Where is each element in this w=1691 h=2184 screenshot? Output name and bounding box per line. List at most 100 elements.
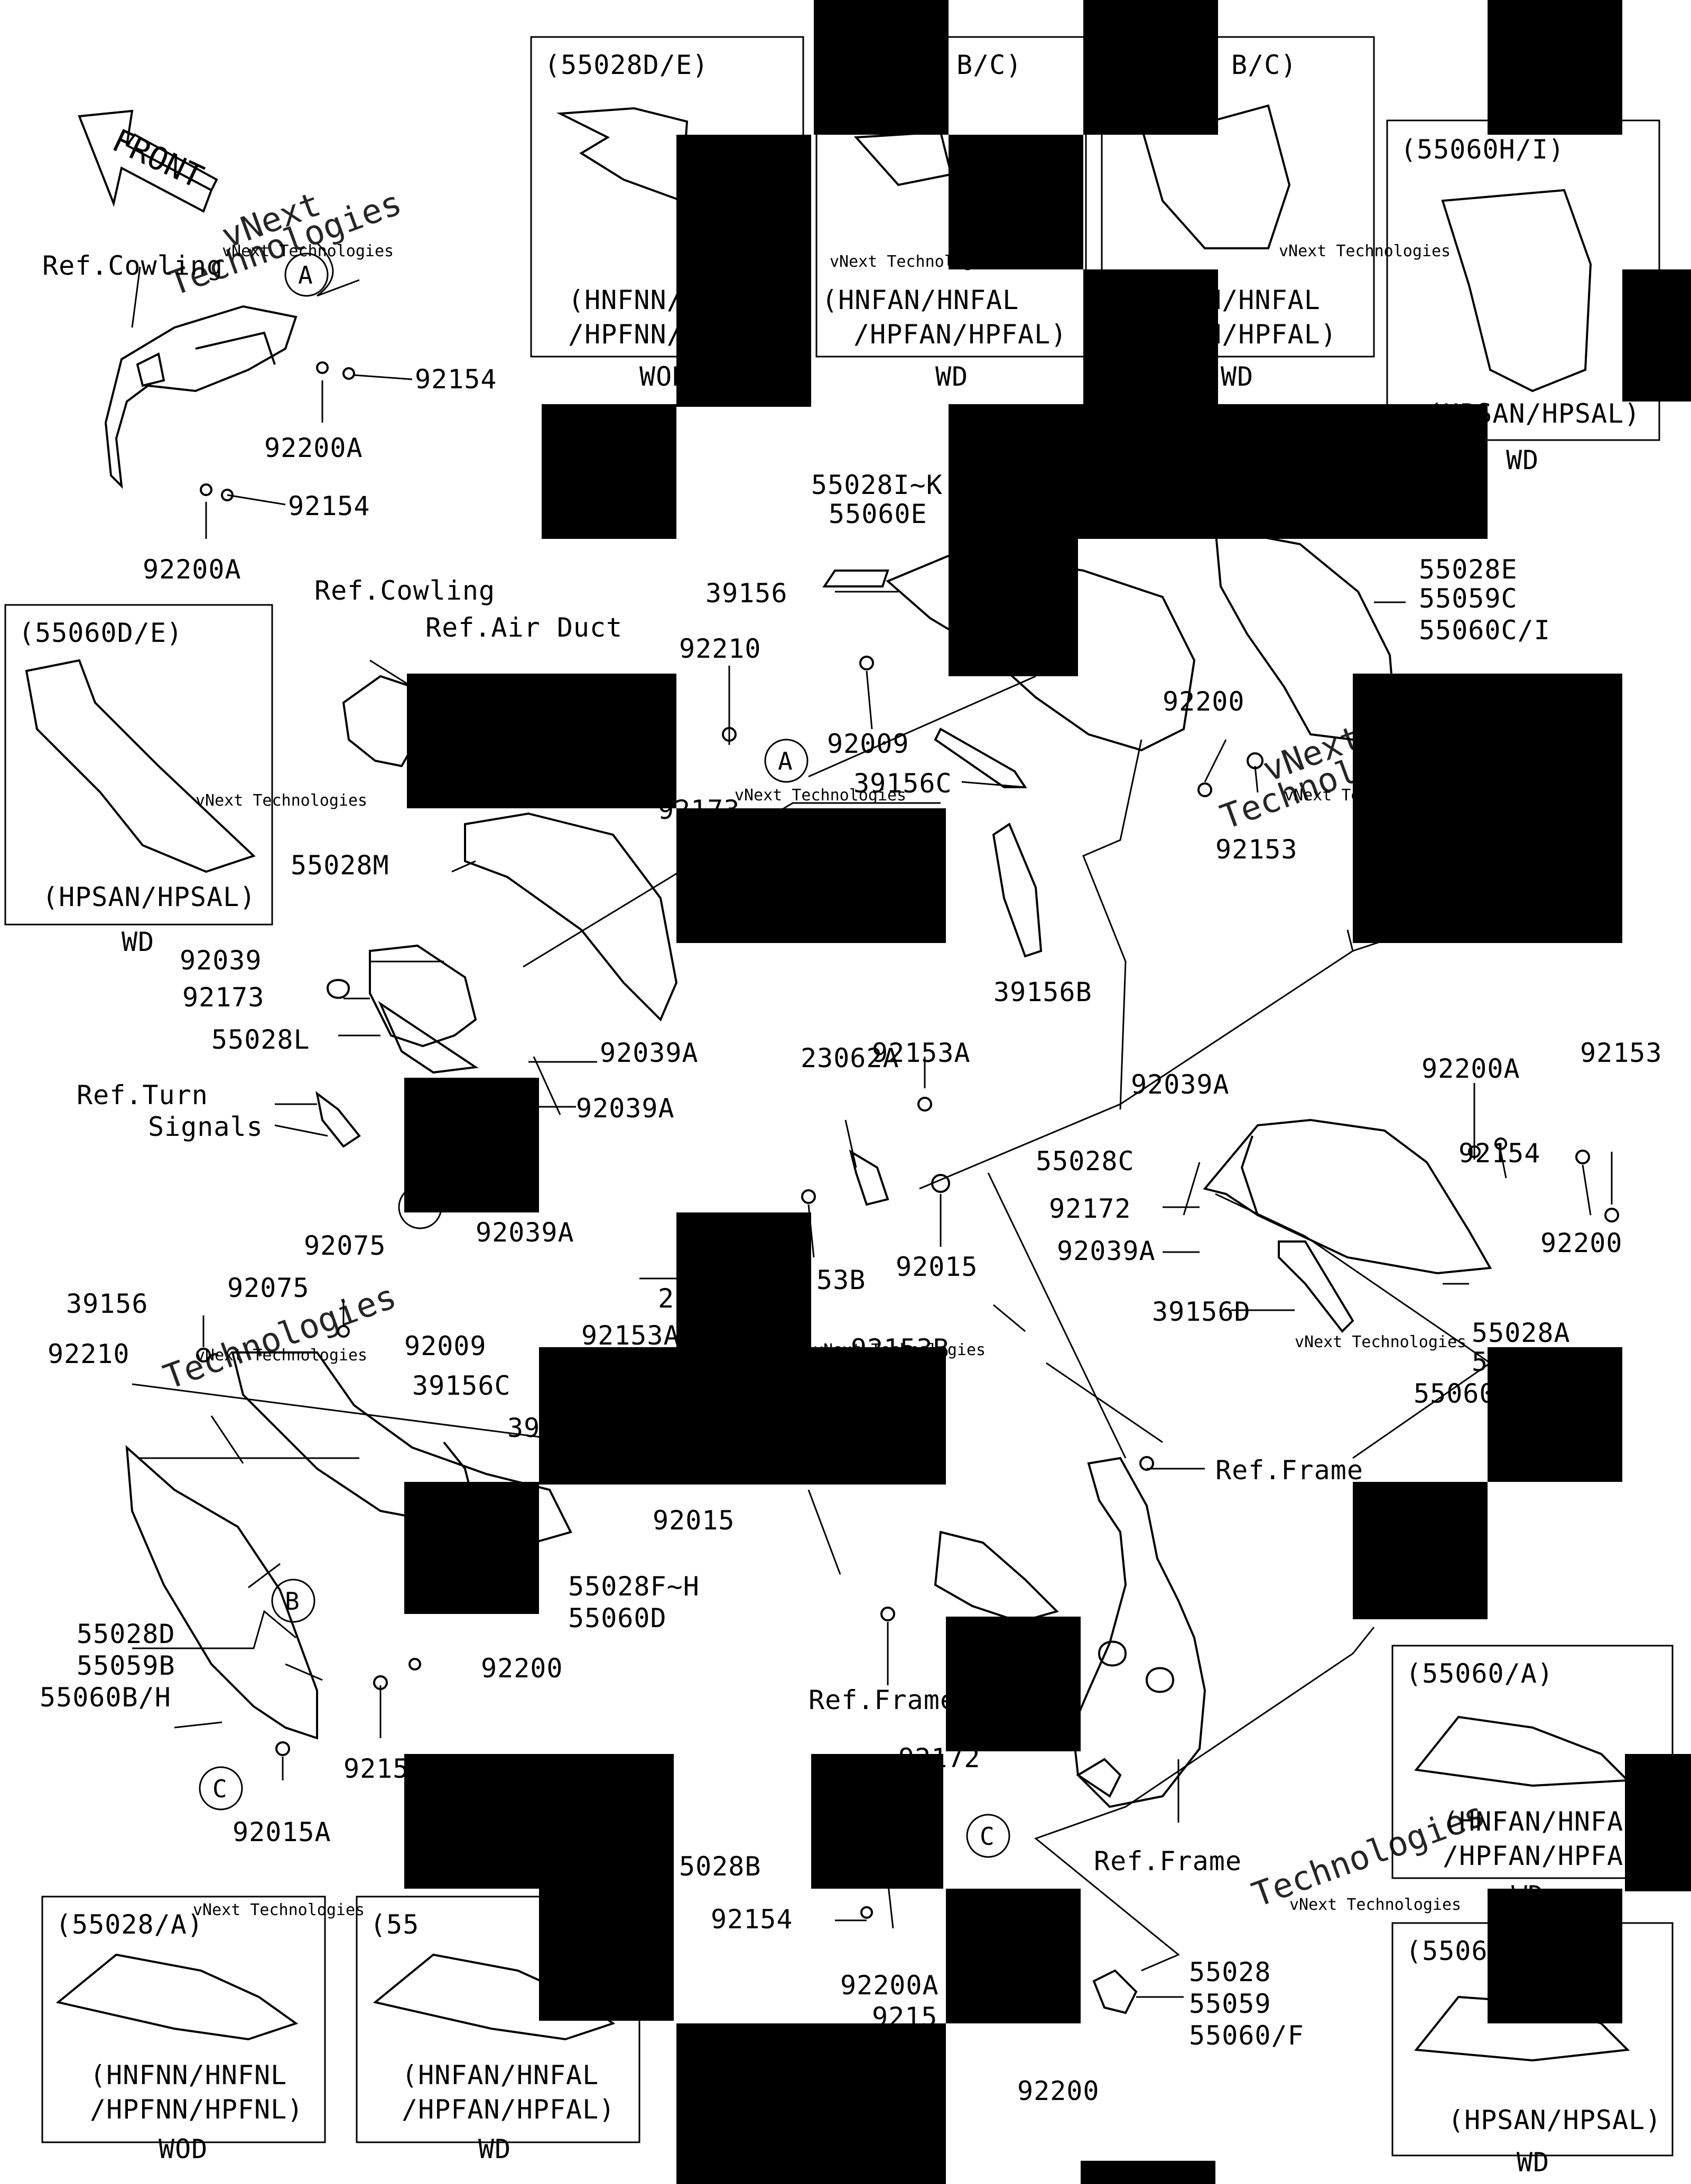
part-23062a-label: 23062A: [801, 1043, 899, 1074]
part-92075-label: 92075: [227, 1273, 310, 1303]
part-92200-label: 92200: [481, 1653, 563, 1684]
part-55059b-label: 55059B: [77, 1650, 175, 1681]
variant-box-models-1: (HPSAN/HPSAL): [42, 882, 256, 912]
callout-a-label: A: [778, 747, 793, 776]
variant-box-models-2: /HPFNN/: [568, 319, 683, 350]
ref-cowling-label: Ref.Cowling: [42, 250, 223, 281]
part-92039a-label: 92039A: [1131, 1069, 1230, 1100]
part-55060f-label: 55060/F: [1189, 2020, 1304, 2051]
variant-box-note: WOD: [159, 2134, 208, 2164]
part-55028ik-label: 55028I~K: [811, 470, 943, 500]
part-92039a-label: 92039A: [600, 1038, 699, 1068]
front-arrow-icon: FRONT: [78, 109, 218, 213]
part-55060bh-label: 55060B/H: [40, 1682, 171, 1713]
callout-a-2: A: [284, 253, 329, 297]
part-55060ci-label: 55060C/I: [1419, 615, 1550, 646]
watermark-small: vNext Technologies: [193, 1901, 365, 1919]
part-92172-label: 92172: [1049, 1193, 1131, 1224]
part-92153-label: 92153: [1580, 1038, 1662, 1068]
part-92009-label: 92009: [827, 729, 909, 759]
part-39156b-label: 39156B: [993, 977, 1092, 1007]
variant-box-models-2: /HPFAN/HPFAL): [402, 2094, 615, 2125]
part-92200-label: 92200: [1163, 686, 1245, 717]
ref-turn-signals-label-2: Signals: [148, 1112, 263, 1142]
part-55028fh-label: 55028F~H: [568, 1571, 700, 1602]
variant-box-models-1: (HNFAN/HNFA: [1443, 1806, 1623, 1837]
variant-box-models-2: /HPFAN/HPFAL): [853, 319, 1067, 350]
callout-c-label: C: [980, 1822, 995, 1851]
variant-box-note: WD: [935, 361, 968, 392]
part-9215-label: 9215: [343, 1753, 409, 1784]
part-92154-label: 92154: [1458, 1138, 1541, 1169]
part-92153a-label: 92153A: [872, 1038, 971, 1068]
part-39-label: 39: [507, 1413, 540, 1443]
variant-box-models-1: (HNFNN/HNFNL: [90, 2060, 287, 2090]
part-92210-label: 92210: [679, 633, 761, 664]
part-55028m-label: 55028M: [291, 850, 389, 881]
part-53b-label: 53B: [816, 1265, 866, 1295]
part-92154-label: 92154: [711, 1904, 793, 1935]
watermark-small: vNext Technologies: [1279, 242, 1451, 260]
redaction-blocks: [404, 0, 1691, 2184]
ref-frame-label: Ref.Frame: [809, 1685, 956, 1715]
part-39156c-label: 39156C: [412, 1370, 511, 1401]
variant-box-models-1: (HNFAN/HNFAL: [402, 2060, 599, 2090]
part-upper-cowling: [104, 305, 298, 489]
part-92200a-label: 92200A: [264, 433, 363, 463]
part-92039-label: 92039: [180, 945, 262, 976]
part-92015-label: 92015: [653, 1505, 735, 1536]
callout-a-label: A: [298, 261, 313, 290]
part-92154-label: 92154: [288, 491, 370, 521]
part-92039a-label: 92039A: [476, 1217, 574, 1248]
part-92173-label: 92173: [182, 982, 265, 1013]
part-92009-label: 92009: [404, 1331, 487, 1361]
callout-a: A: [764, 739, 809, 783]
variant-box-55-partial: (55 (HNFAN/HNFAL /HPFAN/HPFAL) WD: [356, 1896, 640, 2164]
variant-box-code: (55028/A): [55, 1909, 203, 1940]
variant-box-55028de: (55028D/E) (HNFNN/ /HPFNN/ WOD: [530, 36, 804, 392]
watermark-small: vNext Technologies: [1289, 1896, 1461, 1914]
variant-box-note: WD: [1517, 2147, 1549, 2178]
watermark-small: vNext Technologies: [735, 786, 906, 805]
variant-box-models-1: (HPSAN/HPSAL): [1448, 2105, 1661, 2135]
variant-box-code: (55060H/I): [1400, 134, 1565, 165]
callout-c-label: C: [212, 1775, 227, 1803]
part-55060d-label: 55060D: [568, 1603, 667, 1634]
variant-box-note: WD: [1506, 445, 1539, 475]
variant-box-models-2: /HPFNN/HPFNL): [90, 2094, 303, 2125]
part-92039a-label: 92039A: [1057, 1236, 1156, 1266]
variant-box-code: (55028D/E): [544, 50, 709, 80]
variant-box-55060de: (55060D/E) (HPSAN/HPSAL) WD: [4, 604, 273, 957]
part-92200a-label: 92200A: [840, 1970, 939, 2001]
ref-turn-signals-label: Ref.Turn: [77, 1080, 208, 1110]
part-55028-label: 55028: [1189, 1957, 1271, 1987]
callout-b: B: [271, 1579, 315, 1623]
watermark-small: vNext Technologies: [196, 1346, 367, 1365]
watermark-small: vNext Technologies: [222, 242, 394, 260]
part-92200-label: 92200: [1017, 2076, 1100, 2106]
front-label: FRONT: [107, 122, 209, 196]
callout-b-label: B: [285, 1587, 300, 1616]
part-92200a-label: 92200A: [143, 554, 241, 585]
part-2-label: 2: [658, 1283, 674, 1314]
callout-c-2: C: [966, 1814, 1010, 1858]
watermark-small: vNext Technologies: [1295, 1333, 1466, 1351]
variant-box-code: (55: [370, 1909, 419, 1940]
callout-c: C: [199, 1766, 243, 1810]
part-92154-label: 92154: [415, 364, 497, 395]
variant-box-code: (5506: [1406, 1936, 1488, 1966]
ref-cowling-label: Ref.Cowling: [314, 575, 495, 606]
part-92015a-label: 92015A: [233, 1817, 331, 1847]
part-5028b-label: 5028B: [679, 1851, 761, 1882]
part-92153-label: 92153: [1215, 834, 1298, 865]
ref-frame-label: Ref.Frame: [1094, 1846, 1242, 1877]
part-55028a-label: 55028A: [1472, 1318, 1571, 1348]
variant-box-models-1: (HNFAN/HNFAL: [822, 285, 1019, 315]
part-55059c-label: 55059C: [1419, 583, 1518, 614]
part-39156-label: 39156: [705, 578, 788, 609]
part-92153a-label: 92153A: [581, 1320, 680, 1351]
part-92075-label: 92075: [304, 1230, 386, 1261]
variant-box-5506-partial: (5506 (HPSAN/HPSAL) WD: [1391, 1922, 1674, 2178]
part-92015-label: 92015: [896, 1252, 978, 1282]
